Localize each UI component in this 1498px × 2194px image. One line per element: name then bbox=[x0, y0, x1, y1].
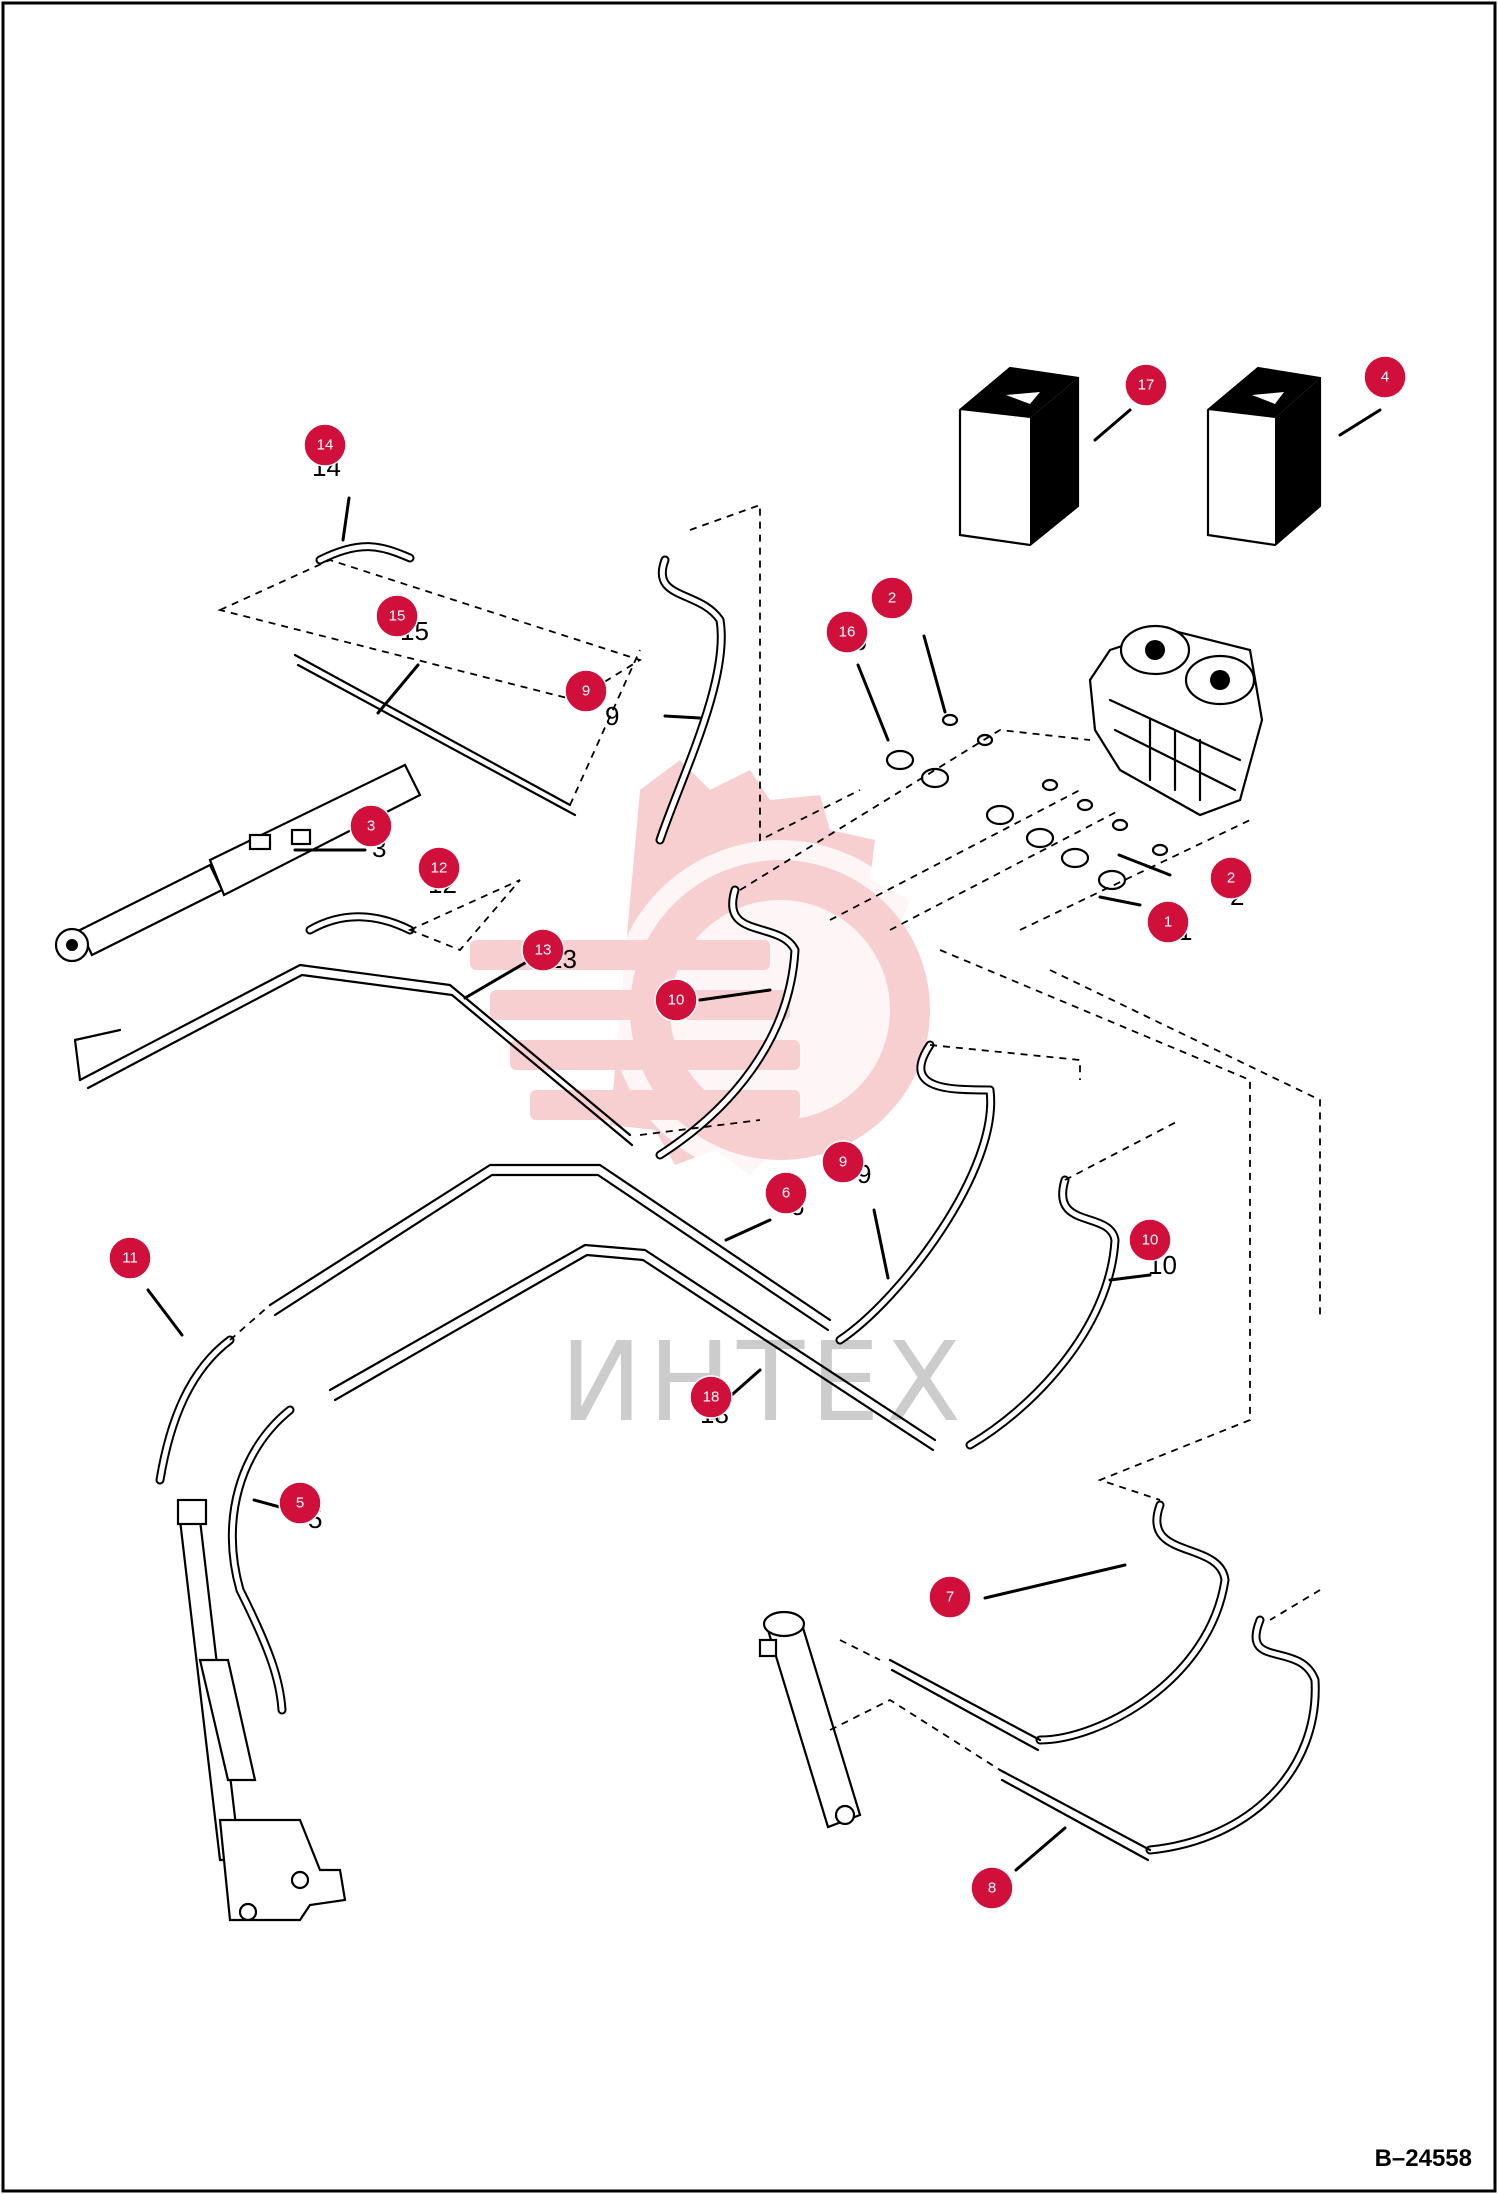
svg-text:10: 10 bbox=[668, 992, 685, 1009]
callout-15: 15 bbox=[375, 594, 419, 638]
callout-2-top: 2 bbox=[870, 576, 914, 620]
bucket-cylinder-right bbox=[758, 1610, 862, 1829]
svg-text:11: 11 bbox=[122, 1250, 138, 1267]
svg-text:15: 15 bbox=[389, 608, 406, 625]
callout-10-lower: 10 bbox=[1128, 1218, 1172, 1262]
svg-text:17: 17 bbox=[1138, 377, 1155, 394]
svg-text:4: 4 bbox=[1381, 369, 1389, 386]
svg-text:9: 9 bbox=[582, 683, 590, 700]
decal-box-17 bbox=[958, 366, 1080, 547]
svg-text:18: 18 bbox=[703, 1389, 720, 1406]
callout-13: 13 bbox=[521, 928, 565, 972]
hoses bbox=[73, 542, 1320, 1862]
callout-16: 16 bbox=[825, 610, 869, 654]
bucket-cylinder-left bbox=[176, 1498, 347, 1922]
callout-7: 7 bbox=[928, 1575, 972, 1619]
callout-12: 12 bbox=[417, 846, 461, 890]
boom-cylinder bbox=[54, 763, 422, 963]
svg-text:5: 5 bbox=[296, 1495, 304, 1512]
svg-text:13: 13 bbox=[535, 942, 552, 959]
svg-text:8: 8 bbox=[988, 1880, 996, 1897]
svg-text:12: 12 bbox=[431, 860, 448, 877]
decal-box-4 bbox=[1206, 366, 1322, 547]
callout-6: 6 bbox=[764, 1171, 808, 1215]
svg-text:9: 9 bbox=[839, 1154, 847, 1171]
callout-8: 8 bbox=[970, 1866, 1014, 1910]
svg-text:2: 2 bbox=[888, 590, 896, 607]
callout-11: 11 bbox=[108, 1236, 152, 1280]
svg-text:7: 7 bbox=[946, 1589, 954, 1606]
callout-4: 4 bbox=[1363, 355, 1407, 399]
callout-17: 17 bbox=[1124, 363, 1168, 407]
svg-text:6: 6 bbox=[782, 1185, 790, 1202]
printed-number: 9 bbox=[605, 701, 619, 731]
callout-9-lower: 9 bbox=[821, 1140, 865, 1184]
routing-lines bbox=[217, 503, 1321, 1771]
fittings bbox=[885, 713, 1169, 891]
callout-1: 1 bbox=[1146, 900, 1190, 944]
svg-text:2: 2 bbox=[1227, 870, 1235, 887]
callout-9-upper: 9 bbox=[564, 669, 608, 713]
control-valve bbox=[1088, 624, 1264, 817]
svg-text:14: 14 bbox=[317, 437, 334, 454]
callout-18: 18 bbox=[689, 1375, 733, 1419]
watermark-text: ИНТЕХ bbox=[560, 1318, 967, 1446]
svg-text:10: 10 bbox=[1142, 1232, 1159, 1249]
callout-3: 3 bbox=[349, 804, 393, 848]
callout-2-right: 2 bbox=[1209, 856, 1253, 900]
callout-14: 14 bbox=[303, 423, 347, 467]
svg-text:3: 3 bbox=[367, 818, 375, 835]
callout-10-upper: 10 bbox=[654, 978, 698, 1022]
callout-badges: 17 4 14 15 9 2 16 3 12 2 1 13 10 9 6 10 … bbox=[108, 355, 1407, 1910]
callout-5: 5 bbox=[278, 1481, 322, 1525]
svg-text:16: 16 bbox=[839, 624, 856, 641]
leader-lines bbox=[146, 408, 1382, 1872]
svg-text:1: 1 bbox=[1164, 914, 1172, 931]
reference-number: B–24558 bbox=[1375, 2145, 1472, 2172]
